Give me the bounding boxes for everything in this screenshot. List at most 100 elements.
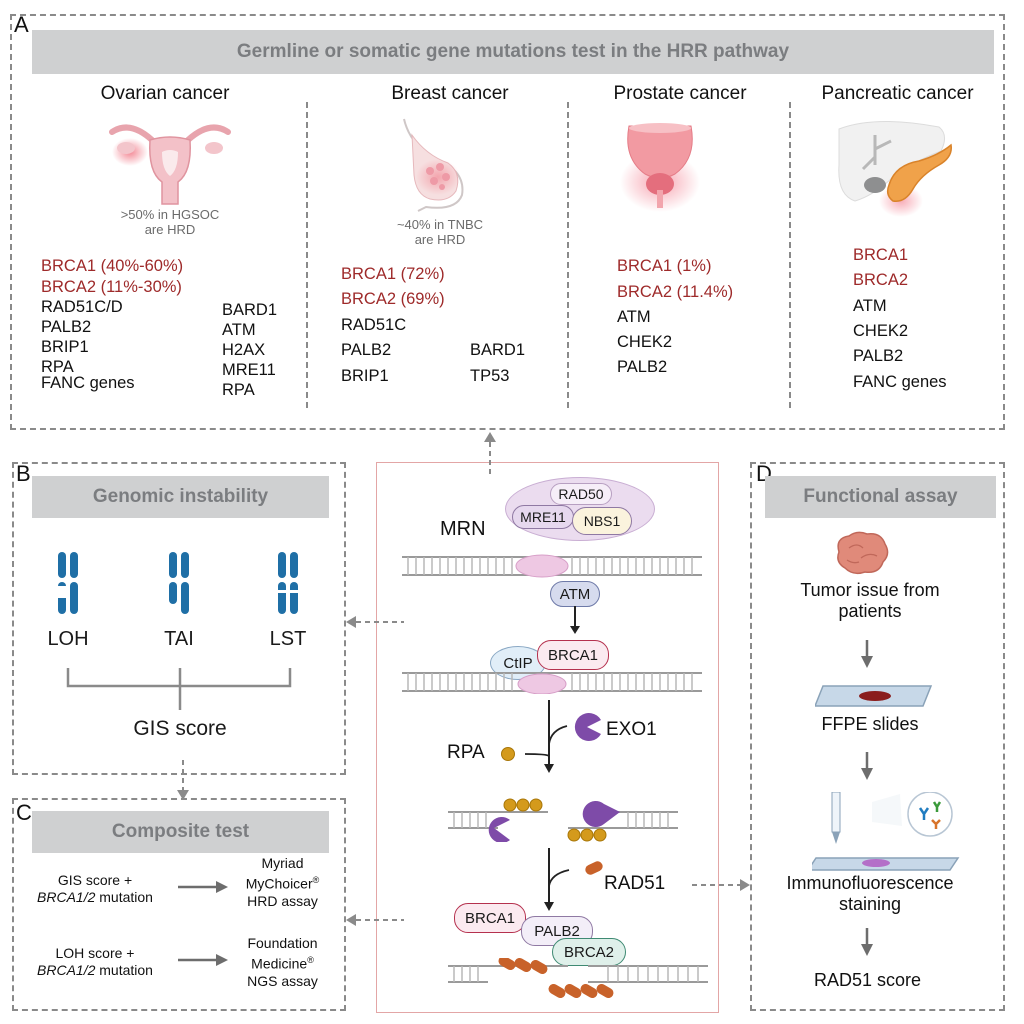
- rpa-icon: [501, 747, 515, 761]
- arrow-d-1: [861, 640, 873, 668]
- myriad-assay: Myriad MyChoicer® HRD assay: [230, 855, 335, 910]
- panel-a: [10, 14, 1005, 430]
- atm-pill: ATM: [550, 581, 600, 607]
- myriad-name: MyChoicer: [245, 875, 313, 892]
- prostate-gene: PALB2: [617, 358, 668, 376]
- lst-label: LST: [269, 628, 307, 650]
- if-line1: Immunofluorescence: [786, 873, 954, 893]
- arrow-center-to-a: [484, 432, 496, 478]
- ovarian-gene: FANC genes: [41, 374, 135, 392]
- breast-gene: BARD1: [470, 341, 526, 359]
- composite-input-1: GIS score + BRCA1/2 mutation: [20, 872, 170, 906]
- tumor-line1: Tumor issue from: [800, 580, 940, 600]
- registered-mark: ®: [312, 875, 320, 885]
- registered-mark: ®: [307, 955, 314, 965]
- ovarian-gene: RAD51C/D: [41, 298, 123, 316]
- panel-d: [750, 462, 1005, 1011]
- mrn-label: MRN: [440, 518, 486, 540]
- ovarian-gene: BARD1: [222, 301, 278, 319]
- breast-note-line2: are HRD: [414, 232, 466, 247]
- breast-gene: RAD51C: [341, 316, 407, 334]
- rad51-label: RAD51: [604, 873, 666, 894]
- arrow-d-2: [861, 752, 873, 780]
- rad51-icon: [585, 861, 603, 875]
- arrow-center-to-b: [346, 616, 404, 628]
- breast-gene: BRIP1: [341, 367, 389, 385]
- pancreas-icon: [838, 120, 952, 217]
- foundation-line3: NGS assay: [247, 972, 318, 989]
- nbs1-pill: NBS1: [572, 507, 632, 535]
- breast-title: Breast cancer: [391, 83, 509, 104]
- panel-b-banner: Genomic instability: [32, 476, 329, 518]
- uterus-icon: [109, 124, 231, 205]
- brca2-pill: BRCA2: [552, 938, 626, 966]
- chromosome-lst-icon: [276, 552, 300, 614]
- foundation-line1: Foundation: [247, 935, 318, 951]
- ovarian-brca1: BRCA1 (40%-60%): [41, 257, 184, 275]
- ovarian-gene: PALB2: [41, 318, 92, 336]
- tumor-tissue-icon: [837, 531, 889, 575]
- ovarian-note-line1: >50% in HGSOC: [120, 207, 220, 222]
- prostate-gene: ATM: [617, 308, 651, 326]
- arrow-center-to-d: [692, 879, 750, 891]
- resected-dna: [448, 798, 678, 842]
- panel-c-banner: Composite test: [32, 811, 329, 853]
- gis-bracket: [66, 668, 292, 710]
- ffpe-slides-label: FFPE slides: [821, 714, 919, 734]
- ovarian-gene: ATM: [222, 321, 256, 339]
- prostate-icon: [620, 123, 700, 212]
- exo1-label: EXO1: [606, 719, 657, 740]
- ovarian-title: Ovarian cancer: [100, 83, 230, 104]
- brca-gene-italic: BRCA1/2: [37, 962, 96, 978]
- chromosome-loh-icon: [56, 552, 78, 614]
- brca-gene-italic: BRCA1/2: [37, 889, 96, 905]
- staining-icon: [812, 792, 960, 871]
- breast-icon: [403, 118, 464, 212]
- arrow-b-to-c: [177, 760, 189, 800]
- mre11-pill: MRE11: [512, 505, 574, 529]
- exo1-icon: [574, 713, 601, 741]
- brca1-complex-pill: BRCA1: [454, 903, 526, 933]
- foundation-line2: Medicine®: [230, 952, 335, 973]
- brca1-pill: BRCA1: [537, 640, 609, 670]
- prostate-title: Prostate cancer: [613, 83, 747, 104]
- myriad-line2: MyChoicer®: [230, 872, 335, 893]
- tai-label: TAI: [164, 628, 194, 650]
- pancreatic-brca2: BRCA2: [853, 271, 909, 289]
- ovarian-gene: BRIP1: [41, 338, 89, 356]
- ovarian-note-line2: are HRD: [144, 222, 196, 237]
- breast-brca1: BRCA1 (72%): [341, 265, 445, 283]
- ffpe-slide-icon: [815, 685, 933, 707]
- panel-a-label: A: [14, 12, 29, 37]
- breast-gene: TP53: [470, 367, 510, 385]
- foundation-assay: Foundation Medicine® NGS assay: [230, 935, 335, 990]
- pancreatic-gene: FANC genes: [853, 373, 947, 391]
- myriad-line1: Myriad: [261, 855, 304, 871]
- prostate-brca1: BRCA1 (1%): [617, 257, 712, 275]
- arrow-center-to-c: [346, 914, 404, 926]
- pancreatic-gene: PALB2: [853, 347, 904, 365]
- rpa-label: RPA: [447, 742, 485, 763]
- ovarian-note: >50% in HGSOC are HRD: [90, 207, 250, 237]
- immunofluorescence-label: Immunofluorescence staining: [765, 873, 975, 915]
- panel-b-label: B: [16, 461, 31, 486]
- panel-c: [12, 798, 346, 1011]
- divider-2: [567, 102, 569, 408]
- loh-label: LOH: [47, 628, 89, 650]
- rad51-score-label: RAD51 score: [813, 970, 922, 990]
- divider-3: [789, 102, 791, 408]
- panel-d-banner: Functional assay: [765, 476, 996, 518]
- ovarian-gene: MRE11: [222, 361, 276, 379]
- ovarian-gene: RPA: [222, 381, 255, 399]
- arrow-rad51: [544, 848, 570, 911]
- foundation-name: Medicine: [251, 955, 308, 972]
- breast-note-line1: ~40% in TNBC: [396, 217, 484, 232]
- ovarian-gene: RPA: [41, 358, 74, 376]
- panel-b: [12, 462, 346, 775]
- rad50-pill: RAD50: [550, 483, 612, 505]
- panel-a-banner: Germline or somatic gene mutations test …: [32, 30, 994, 74]
- composite-input-2-line2: BRCA1/2 mutation: [20, 962, 170, 979]
- composite-input-1-line2: BRCA1/2 mutation: [20, 889, 170, 906]
- if-line2: staining: [838, 894, 902, 914]
- pancreatic-gene: ATM: [853, 297, 887, 315]
